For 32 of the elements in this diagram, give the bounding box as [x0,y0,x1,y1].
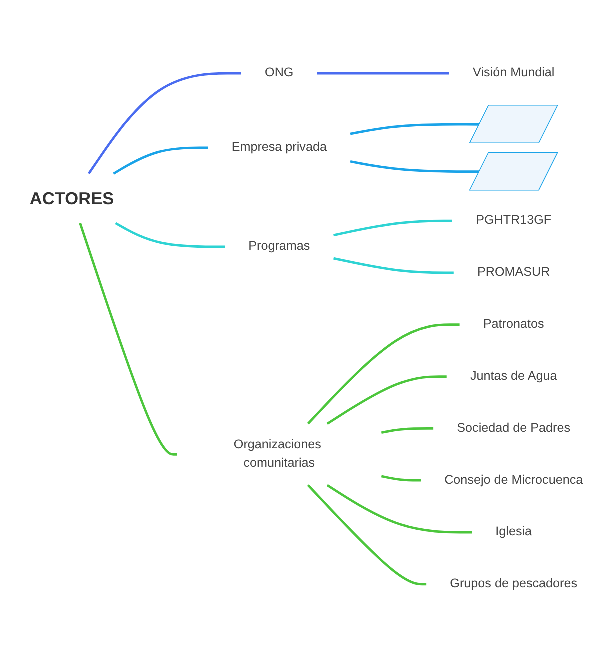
connector [381,428,434,434]
connector [326,484,472,534]
connector [79,223,178,456]
connector [88,72,242,174]
node-text: Iglesia [496,525,532,539]
node-text: Sociedad de Padres [457,422,571,435]
connector [317,72,450,75]
connector [307,484,427,586]
node-bar [469,152,558,191]
mind-map: ACTORES ONG Visión Mundial Empresa privada Programas PGHTR13GF PROMASUR Organizaciones comunitarias Patronatos Juntas de Agua Sociedad de Padres Consejo de Microcuenca Iglesia Grupos de pescadores [0,46,613,612]
node-text: Juntas de Agua [470,370,558,384]
node-text: Grupos de pescadores [450,577,578,591]
connector [113,146,208,175]
node-text: Visión Mundial [473,66,555,80]
connector [381,475,421,482]
node-text: PROMASUR [477,266,550,280]
node-text: Programas [248,240,310,254]
connector [350,160,480,174]
connector [115,222,226,248]
node-text: ONG [265,66,294,80]
node-bar [469,105,558,144]
connector [334,220,452,237]
connector [307,324,460,425]
connector [326,376,447,425]
connector [334,257,454,274]
node-text: PGHTR13GF [476,214,552,228]
node-text: Organizaciones comunitarias [234,438,322,470]
connector [350,123,480,136]
node-text: Consejo de Microcuenca [444,474,584,487]
node-text: Empresa privada [232,140,327,154]
node-text: ACTORES [30,188,114,208]
node-text: Patronatos [483,318,544,332]
